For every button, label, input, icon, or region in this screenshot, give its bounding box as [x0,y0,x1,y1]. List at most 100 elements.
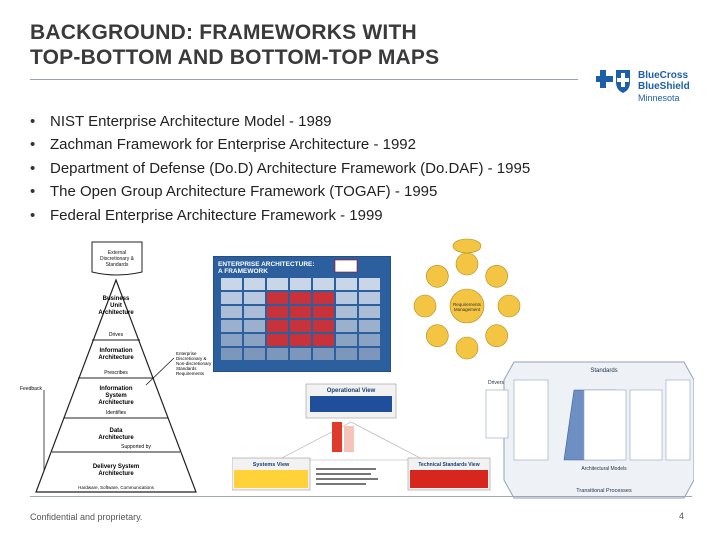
zachman-cell [267,292,288,304]
zachman-cell [359,278,380,290]
zachman-cell [359,348,380,360]
list-item-text: The Open Group Architecture Framework (T… [50,183,438,201]
zachman-cell [336,334,357,346]
zachman-cell [313,292,334,304]
slide-title: BACKGROUND: FRAMEWORKS WITH TOP-BOTTOM A… [30,20,590,70]
togaf-phase-node [455,336,479,360]
zachman-cell [290,348,311,360]
zachman-cell [244,292,265,304]
zachman-cell [244,278,265,290]
logo-text: BlueCross BlueShield [638,70,690,92]
zachman-cell [221,320,242,332]
zachman-cell [267,320,288,332]
zachman-cell [290,334,311,346]
nist-connector-supported: Supported by [121,444,151,450]
zachman-cell [313,306,334,318]
togaf-phase-node [426,324,449,347]
list-item: • Zachman Framework for Enterprise Archit… [30,133,530,156]
bullet-icon: • [30,206,36,224]
feaf-models-label: Architectural Models [581,466,627,472]
zachman-cell [244,334,265,346]
cross-shield-icon [596,70,630,93]
zachman-cell [313,278,334,290]
list-item-text: Zachman Framework for Enterprise Archite… [50,136,416,154]
feaf-drivers-label: Drivers [488,380,504,386]
zachman-cell [267,278,288,290]
dodaf-figure: Operational View Systems View Technical … [232,382,492,492]
dodaf-operational-label: Operational View [327,388,376,394]
zachman-cell [336,306,357,318]
zachman-cell [313,320,334,332]
zachman-cell [336,292,357,304]
togaf-phase-node [455,252,479,276]
zachman-cell [221,292,242,304]
zachman-cell [244,320,265,332]
dodaf-technical-label: Technical Standards View [418,462,479,468]
title-divider [30,79,578,80]
feaf-transitional-label: Transitional Processes [576,488,632,494]
zachman-cell [221,348,242,360]
zachman-title: ENTERPRISE ARCHITECTURE: A FRAMEWORK [218,261,316,275]
zachman-framework-figure: ENTERPRISE ARCHITECTURE: A FRAMEWORK [213,256,391,372]
feaf-standards-label: Standards [590,368,617,374]
zachman-cell [290,292,311,304]
bullet-icon: • [30,136,36,154]
zachman-cell [359,306,380,318]
list-item-text: Federal Enterprise Architecture Framewor… [50,206,383,224]
togaf-phase-node [497,294,521,318]
logo-line-3: Minnesota [638,93,680,103]
list-item: • Department of Defense (Do.D) Architectu… [30,157,530,180]
zachman-cell [244,306,265,318]
zachman-cell [267,334,288,346]
zachman-cell [336,320,357,332]
zachman-cell [336,278,357,290]
zachman-cell [359,334,380,346]
zachman-cell [359,292,380,304]
zachman-cell [221,334,242,346]
togaf-preliminary-node [452,238,482,254]
zachman-cell [290,320,311,332]
bullet-icon: • [30,183,36,201]
bullet-icon: • [30,159,36,177]
logo-line-1: BlueCross [638,70,689,81]
nist-connector-prescribes: Prescribes [104,370,128,376]
zachman-cell [267,306,288,318]
company-logo: BlueCross BlueShield Minnesota [596,68,716,104]
feaf-figure: Standards Drivers Architectural Models T… [484,360,694,502]
zachman-cell [221,278,242,290]
list-item: • The Open Group Architecture Framework (… [30,180,530,203]
list-item: • Federal Enterprise Architecture Framewo… [30,204,530,227]
list-item-text: NIST Enterprise Architecture Model - 198… [50,113,332,130]
zachman-cell [221,306,242,318]
zachman-cell [313,334,334,346]
bullet-icon: • [30,113,36,130]
page-number: 4 [679,511,685,521]
nist-connector-identifies: Identifies [106,410,127,416]
zachman-cell [267,348,288,360]
title-line-2: TOP-BOTTOM AND BOTTOM-TOP MAPS [30,46,440,69]
zachman-cell [359,320,380,332]
title-line-1: BACKGROUND: FRAMEWORKS WITH [30,21,417,44]
zachman-cell [290,278,311,290]
logo-line-2: BlueShield [638,81,690,92]
list-item: • NIST Enterprise Architecture Model - 19… [30,110,530,133]
zachman-cell [336,348,357,360]
togaf-phase-node [485,324,508,347]
framework-list: • NIST Enterprise Architecture Model - 19… [30,110,530,227]
togaf-phase-node [413,294,437,318]
list-item-text: Department of Defense (Do.D) Architectur… [50,159,531,177]
footer-text: Confidential and proprietary. [30,512,143,522]
togaf-center-node [449,288,485,324]
nist-feedback-label: Feedback [20,386,42,392]
dodaf-systems-label: Systems View [253,462,290,468]
